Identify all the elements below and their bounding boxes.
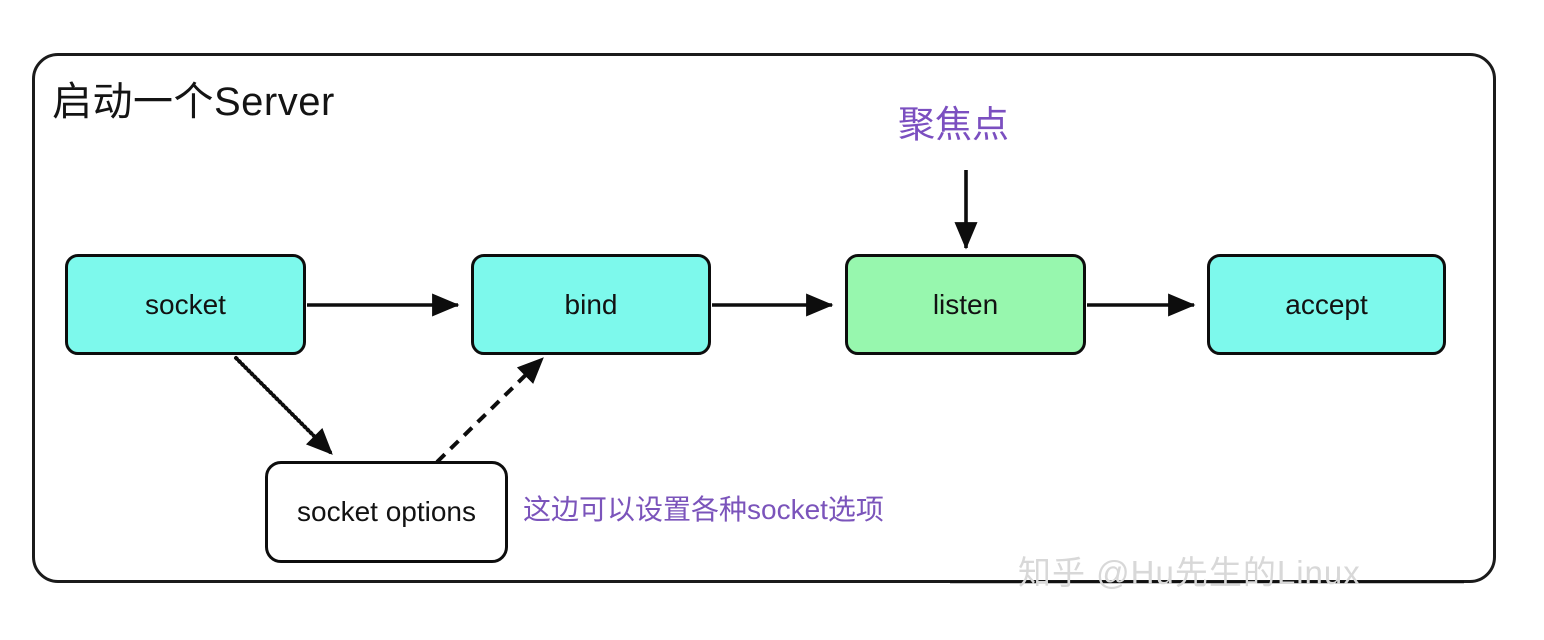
diagram-outer-frame [32, 53, 1496, 583]
node-bind[interactable]: bind [471, 254, 711, 355]
node-socket-options[interactable]: socket options [265, 461, 508, 563]
node-accept[interactable]: accept [1207, 254, 1446, 355]
focus-annotation-label: 聚焦点 [898, 104, 1009, 145]
node-accept-label: accept [1285, 288, 1368, 320]
page-title: 启动一个Server [52, 80, 335, 124]
watermark: 知乎 @Hu先生的Linux [1018, 554, 1361, 591]
node-bind-label: bind [564, 288, 618, 320]
node-socket[interactable]: socket [65, 254, 306, 355]
node-socket-label: socket [145, 288, 226, 320]
socket-options-note-label: 这边可以设置各种socket选项 [523, 494, 884, 525]
node-listen[interactable]: listen [845, 254, 1086, 355]
node-listen-label: listen [932, 288, 999, 320]
node-socket-options-label: socket options [297, 496, 476, 527]
